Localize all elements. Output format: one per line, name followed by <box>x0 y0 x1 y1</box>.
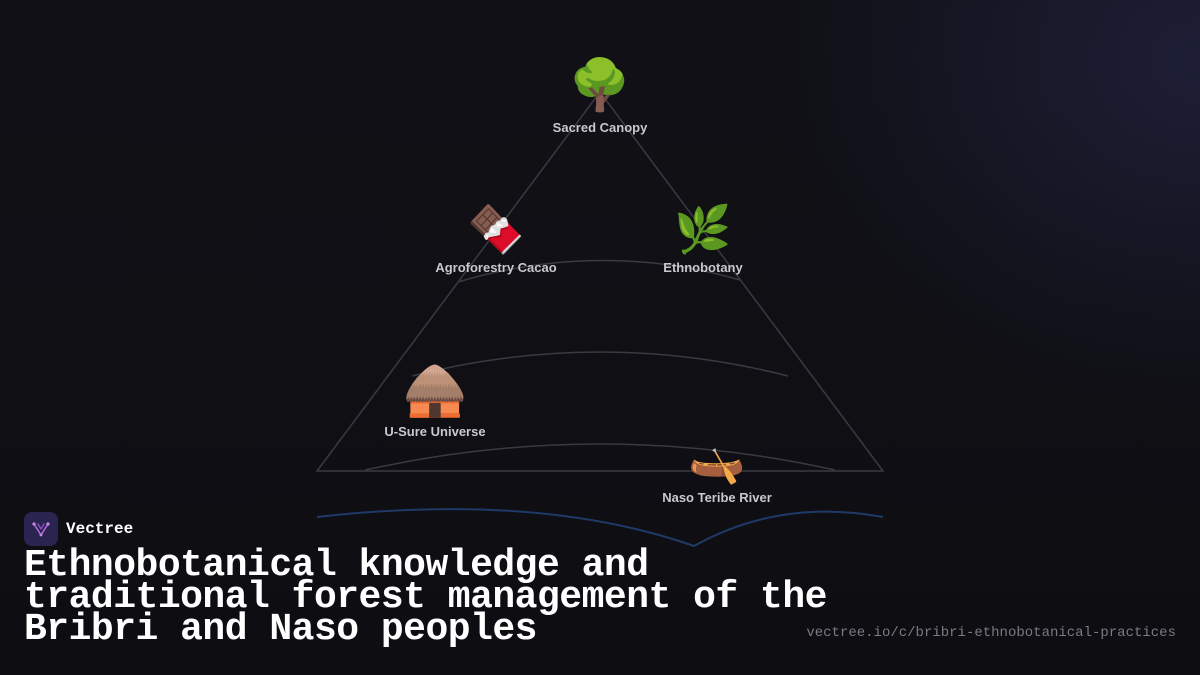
node-label: Sacred Canopy <box>552 120 648 135</box>
node-u-sure-universe: 🛖 U-Sure Universe <box>384 364 485 439</box>
source-url: vectree.io/c/bribri-ethnobotanical-pract… <box>806 625 1176 641</box>
layer-arc-lower <box>364 443 836 471</box>
chocolate-icon: 🍫 <box>467 202 525 256</box>
node-ethnobotany: 🌿 Ethnobotany <box>663 206 742 275</box>
node-label: Agroforestry Cacao <box>435 260 557 275</box>
page-title: Ethnobotanical knowledge and traditional… <box>24 544 827 651</box>
layer-arc-middle <box>411 351 789 377</box>
node-naso-teribe-river: 🛶 Naso Teribe River <box>662 436 772 505</box>
layer-arc-upper <box>457 259 741 283</box>
node-sacred-canopy: 🌳 Sacred Canopy <box>553 60 648 135</box>
canoe-icon: 🛶 <box>688 432 746 486</box>
node-label: Naso Teribe River <box>662 490 772 505</box>
herb-icon: 🌿 <box>674 202 732 256</box>
node-agroforestry-cacao: 🍫 Agroforestry Cacao <box>435 206 556 275</box>
river-arc <box>316 508 884 548</box>
brand: Vectree <box>24 512 133 546</box>
hut-icon: 🛖 <box>402 360 468 420</box>
node-label: Ethnobotany <box>663 260 743 275</box>
brand-name: Vectree <box>66 520 134 538</box>
node-label: U-Sure Universe <box>384 424 486 439</box>
tree-icon: 🌳 <box>568 56 632 114</box>
vectree-logo-icon <box>24 512 58 546</box>
